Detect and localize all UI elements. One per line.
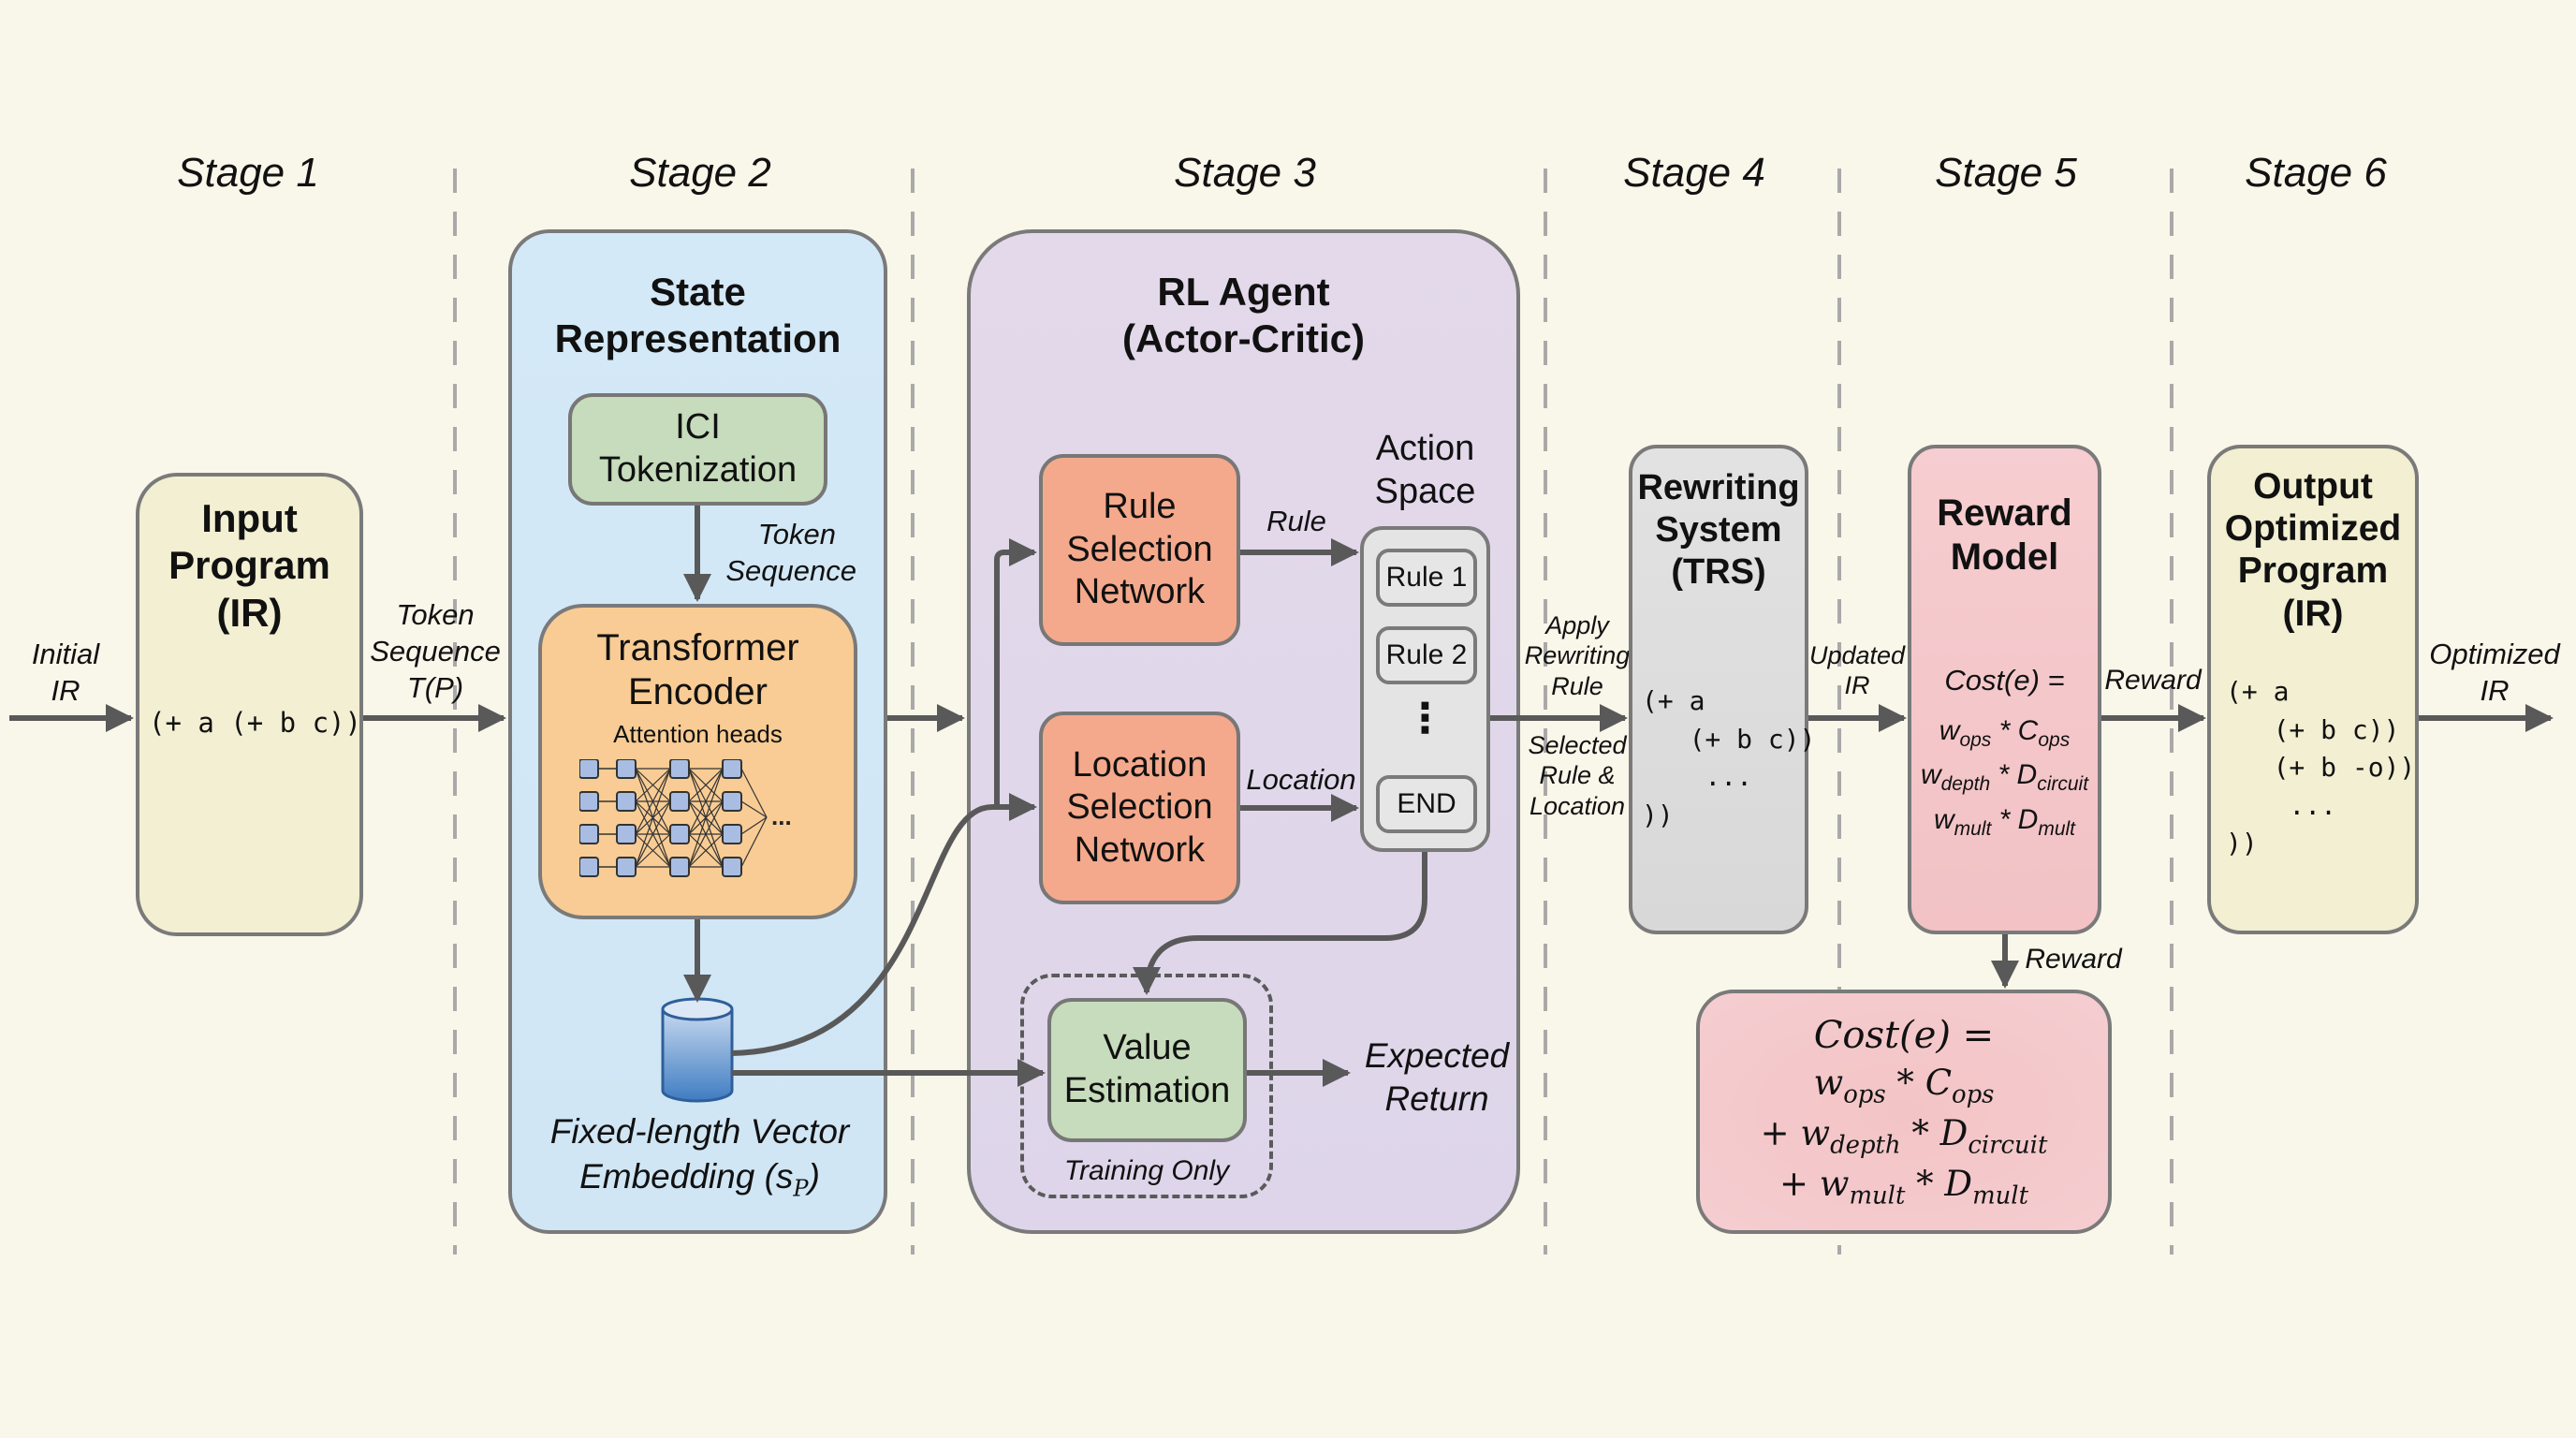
attention-node bbox=[579, 857, 599, 877]
attention-node bbox=[616, 759, 637, 779]
attention-node bbox=[579, 759, 599, 779]
cost-function-term: wops * Cops bbox=[1813, 1063, 1995, 1109]
attention-node bbox=[616, 857, 637, 877]
attention-node bbox=[579, 791, 599, 812]
attention-node bbox=[579, 824, 599, 844]
cost-function-term: + wdepth * Dcircuit bbox=[1760, 1113, 2048, 1160]
attention-heads-label: Attention heads bbox=[613, 720, 783, 749]
rule-arrow-label: Rule bbox=[1266, 505, 1326, 537]
reward-model-term: wdepth * Dcircuit bbox=[1920, 759, 2089, 796]
attention-node bbox=[616, 791, 637, 812]
input-program-title: Input Program (IR) bbox=[168, 496, 330, 635]
stage-2-header: Stage 2 bbox=[629, 150, 771, 196]
stage-6-header: Stage 6 bbox=[2245, 150, 2387, 196]
action-rule-1[interactable]: Rule 1 bbox=[1376, 549, 1477, 607]
action-space-box: Rule 1 Rule 2 ⋮ END bbox=[1360, 526, 1490, 852]
reward-cost-heading: Cost(e) = bbox=[1944, 664, 2065, 697]
attention-node bbox=[722, 824, 742, 844]
cost-function-heading: Cost(e) = bbox=[1813, 1014, 1995, 1057]
attention-node bbox=[616, 824, 637, 844]
attention-heads-network-icon: ... bbox=[579, 759, 792, 877]
attention-node bbox=[669, 857, 690, 877]
stage-3-header: Stage 3 bbox=[1174, 150, 1316, 196]
training-only-label: Training Only bbox=[1063, 1155, 1230, 1186]
stage-5-header: Stage 5 bbox=[1935, 150, 2077, 196]
input-program-code: (+ a (+ b c)) bbox=[149, 707, 361, 739]
reward-cost-terms: wops * Cops wdepth * Dcircuit wmult * Dmul… bbox=[1911, 711, 2098, 844]
cost-function-term: + wmult * Dmult bbox=[1779, 1164, 2028, 1211]
attention-ellipsis: ... bbox=[771, 802, 792, 830]
stage-4-header: Stage 4 bbox=[1623, 150, 1765, 196]
action-rule-2[interactable]: Rule 2 bbox=[1376, 626, 1477, 684]
location-arrow-label: Location bbox=[1246, 763, 1356, 796]
attention-node bbox=[669, 759, 690, 779]
trs-code: (+ a (+ b c)) ... )) bbox=[1642, 685, 1816, 830]
attention-node bbox=[669, 824, 690, 844]
embedding-cylinder-icon bbox=[661, 997, 734, 1103]
rl-agent-title: RL Agent(Actor-Critic) bbox=[1122, 270, 1365, 361]
action-end[interactable]: END bbox=[1376, 775, 1477, 833]
attention-node bbox=[722, 791, 742, 812]
reward-down-label: Reward bbox=[2025, 944, 2122, 975]
attention-node bbox=[722, 857, 742, 877]
output-program-code: (+ a (+ b c)) (+ b -o)) ... )) bbox=[2226, 676, 2416, 859]
input-program-box[interactable]: Input Program (IR) (+ a (+ b c)) bbox=[136, 473, 363, 936]
cost-function-box: Cost(e) = wops * Cops+ wdepth * Dcircuit… bbox=[1696, 990, 2112, 1234]
cost-function-terms: wops * Cops+ wdepth * Dcircuit+ wmult * … bbox=[1700, 1061, 2108, 1212]
reward-model-term: wmult * Dmult bbox=[1933, 803, 2076, 840]
reward-model-term: wops * Cops bbox=[1939, 715, 2071, 751]
attention-node bbox=[669, 791, 690, 812]
embedding-label: Fixed-length Vector Embedding (sP) bbox=[549, 1112, 850, 1202]
reward-out-label: Reward bbox=[2104, 665, 2202, 696]
action-ellipsis: ⋮ bbox=[1404, 696, 1446, 741]
stage-1-header: Stage 1 bbox=[177, 150, 319, 196]
attention-node bbox=[722, 759, 742, 779]
